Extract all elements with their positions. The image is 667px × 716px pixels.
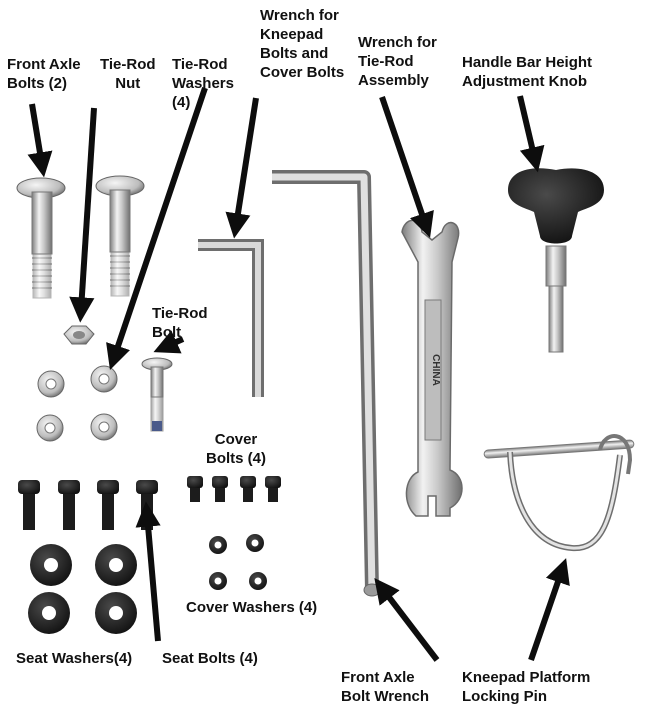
label-line: Bolts (2) — [7, 75, 67, 92]
label-line: Seat Washers(4) — [16, 650, 133, 667]
label-front-axle-bolt-wrench: Front Axle Bolt Wrench — [341, 668, 429, 706]
label-line: Cover — [214, 431, 258, 448]
arrow-tie-rod-nut — [69, 107, 97, 323]
label-line: Tie-Rod — [172, 56, 228, 73]
front-axle-bolt-2 — [95, 175, 145, 297]
label-line: Wrench for — [358, 34, 437, 51]
label-line: Kneepad — [260, 26, 324, 43]
arrow-tie-rod-bolt — [153, 330, 185, 354]
label-line: Locking Pin — [462, 688, 548, 705]
label-wrench-kneepad: Wrench for Kneepad Bolts and Cover Bolts — [260, 6, 344, 82]
seat-bolts — [18, 480, 158, 530]
arrow-tie-rod-wrench — [379, 96, 434, 238]
arrow-small-hex-wrench — [225, 97, 259, 239]
label-line: Seat Bolts (4) — [162, 650, 258, 667]
handle-bar-knob — [508, 168, 604, 353]
arrow-front-axle-bolts — [27, 103, 53, 178]
arrow-tie-rod-washers — [106, 87, 208, 370]
label-wrench-tie-rod: Wrench for Tie-Rod Assembly — [358, 33, 437, 90]
small-hex-wrench — [198, 239, 264, 397]
label-seat-washers: Seat Washers(4) — [16, 649, 132, 668]
cover-bolts — [187, 476, 281, 502]
label-line: Bolt — [152, 324, 182, 341]
label-line: Adjustment Knob — [462, 73, 587, 90]
tie-rod-nut — [63, 325, 95, 345]
front-axle-bolt-wrench — [272, 170, 381, 597]
label-line: Bolt Wrench — [341, 688, 430, 705]
arrows — [27, 87, 570, 662]
label-line: Cover Bolts — [260, 64, 345, 81]
arrow-seat-bolts — [135, 501, 161, 642]
label-line: (4) — [172, 94, 191, 111]
label-cover-bolts: Cover Bolts (4) — [206, 430, 266, 468]
label-tie-rod-washers: Tie-Rod Washers (4) — [172, 55, 234, 112]
arrow-handle-bar-knob — [517, 95, 545, 173]
label-line: Bolts and — [260, 45, 329, 62]
label-tie-rod-nut: Tie-Rod Nut — [100, 55, 156, 93]
label-line: Assembly — [358, 72, 429, 89]
label-line: Bolts (4) — [206, 450, 266, 467]
cover-washers — [209, 534, 267, 590]
label-line: Front Axle — [341, 669, 415, 686]
label-line: Wrench for — [260, 7, 339, 24]
wrench-marking-text: CHINA — [430, 354, 441, 386]
arrow-kneepad-locking-pin — [528, 558, 570, 661]
label-line: Front Axle — [7, 56, 81, 73]
label-kneepad-locking-pin: Kneepad Platform Locking Pin — [462, 668, 590, 706]
front-axle-bolt-1 — [16, 177, 66, 299]
label-line: Tie-Rod — [358, 53, 414, 70]
label-seat-bolts: Seat Bolts (4) — [162, 649, 258, 668]
tie-rod-wrench: CHINA — [401, 219, 463, 517]
label-line: Washers — [172, 75, 234, 92]
label-line: Nut — [115, 75, 141, 92]
label-front-axle-bolts: Front Axle Bolts (2) — [7, 55, 81, 93]
label-line: Handle Bar Height — [462, 54, 593, 71]
seat-washers — [28, 544, 137, 634]
label-tie-rod-bolt: Tie-Rod Bolt — [152, 304, 208, 342]
label-handle-bar-knob: Handle Bar Height Adjustment Knob — [462, 53, 592, 91]
label-line: Kneepad Platform — [462, 669, 591, 686]
label-cover-washers: Cover Washers (4) — [186, 598, 317, 617]
label-line: Tie-Rod — [152, 305, 208, 322]
label-line: Cover Washers (4) — [186, 599, 318, 616]
kneepad-locking-pin — [483, 434, 635, 552]
tie-rod-washers — [36, 365, 118, 442]
label-line: Tie-Rod — [100, 56, 156, 73]
tie-rod-bolt — [141, 357, 173, 432]
arrow-front-axle-bolt-wrench — [374, 577, 440, 662]
